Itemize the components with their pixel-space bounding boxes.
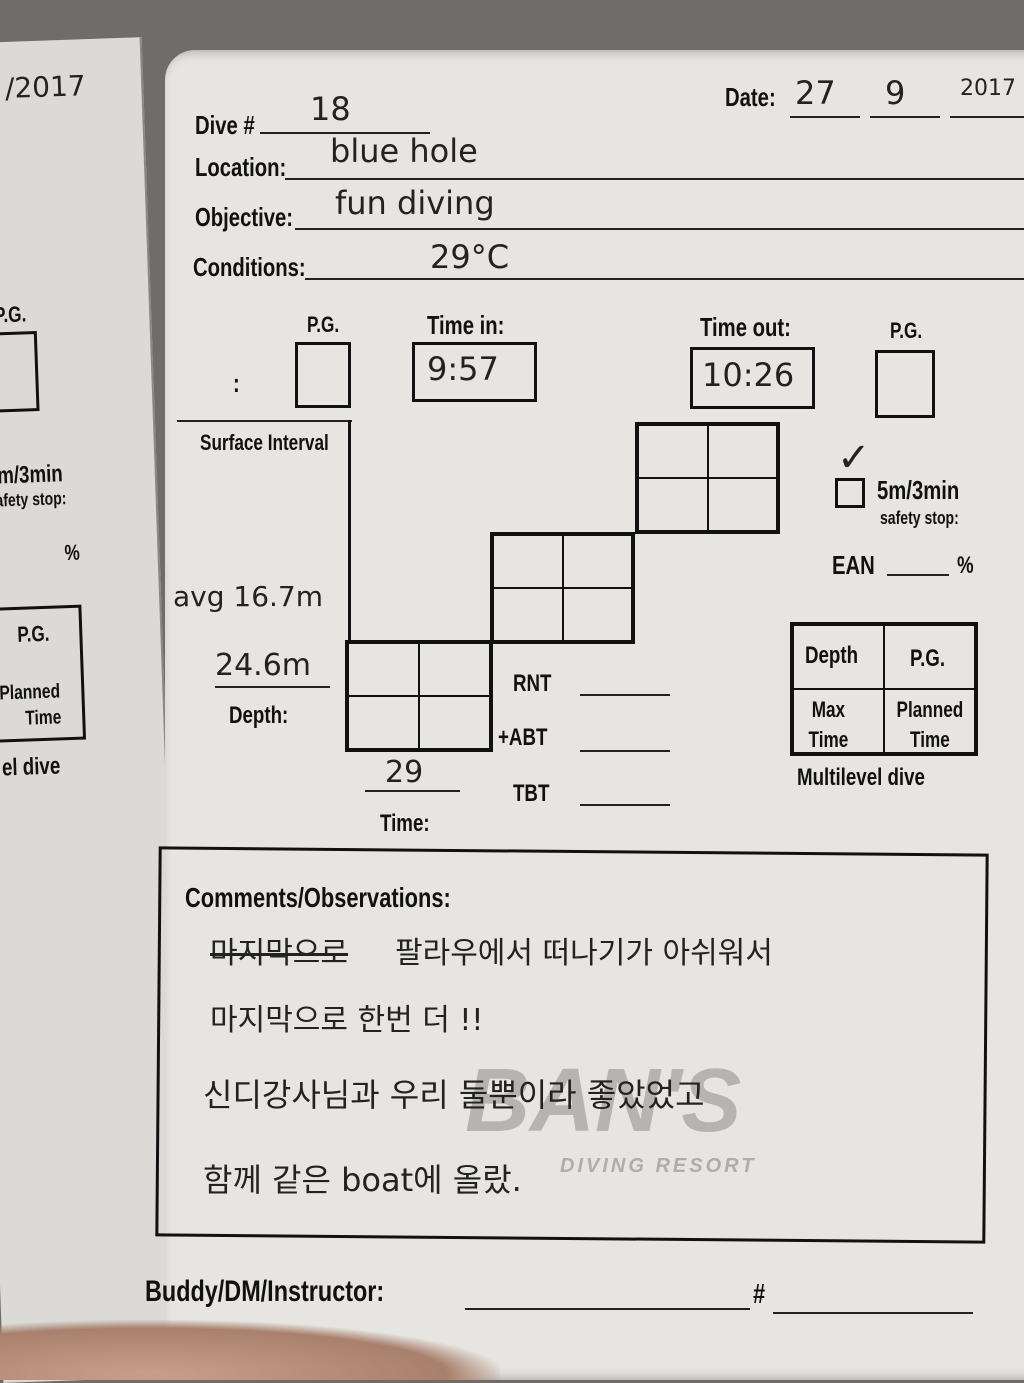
bans-logo-sub: DIVING RESORT bbox=[560, 1155, 757, 1177]
ean-label: EAN bbox=[832, 550, 875, 580]
pg-start-box[interactable] bbox=[295, 342, 351, 408]
date-label: Date: bbox=[725, 82, 776, 112]
rnt-label: RNT bbox=[513, 670, 552, 697]
buddy-line[interactable] bbox=[465, 1308, 750, 1310]
pg-end-box[interactable] bbox=[875, 350, 935, 418]
objective-line bbox=[295, 228, 1024, 230]
pg-end-label: P.G. bbox=[890, 318, 923, 343]
pg-start-label: P.G. bbox=[307, 312, 340, 337]
comments-line-4: 함께 같은 boat에 올랐. bbox=[203, 1161, 522, 1199]
number-label: # bbox=[753, 1278, 766, 1309]
number-line[interactable] bbox=[773, 1312, 973, 1314]
location-value: blue hole bbox=[330, 132, 478, 170]
time-out-box[interactable] bbox=[690, 347, 815, 409]
dive-number-value: 18 bbox=[310, 90, 351, 128]
left-multilevel: el dive bbox=[1, 752, 61, 782]
ml-planned-time: Planned Time bbox=[896, 697, 964, 752]
tbt-line bbox=[580, 804, 670, 806]
left-planned: Planned bbox=[0, 680, 61, 705]
time-value: 29 bbox=[385, 755, 424, 790]
left-safety-sub: safety stop: bbox=[0, 488, 67, 511]
finger bbox=[0, 1320, 500, 1380]
left-pg-box bbox=[0, 331, 40, 414]
left-pg: P.G. bbox=[0, 301, 27, 328]
ml-pg: P.G. bbox=[910, 645, 946, 672]
rnt-line bbox=[580, 694, 670, 696]
comments-line-1: 팔라우에서 떠나기가 아쉬워서 bbox=[395, 936, 773, 971]
date-line bbox=[950, 116, 1024, 118]
tbt-label: TBT bbox=[513, 780, 550, 807]
time-out-value: 10:26 bbox=[702, 356, 795, 394]
depth-grid bbox=[345, 640, 493, 752]
objective-value: fun diving bbox=[335, 184, 495, 222]
conditions-line bbox=[305, 278, 1024, 280]
date-line bbox=[870, 116, 940, 118]
logbook-page: Dive # 18 Date: 27 9 2017 Location: blue… bbox=[145, 50, 1024, 1380]
date-day: 27 bbox=[795, 74, 836, 112]
location-line bbox=[285, 178, 1024, 180]
time-line bbox=[365, 790, 460, 792]
date-line bbox=[790, 116, 860, 118]
left-pg2: P.G. bbox=[16, 620, 50, 647]
depth-label: Depth: bbox=[229, 702, 289, 729]
date-year: 2017 bbox=[960, 76, 1016, 101]
location-label: Location: bbox=[195, 152, 287, 182]
buddy-label: Buddy/DM/Instructor: bbox=[145, 1275, 385, 1308]
conditions-label: Conditions: bbox=[193, 252, 306, 282]
check-icon: ✓ bbox=[837, 435, 871, 481]
ml-depth: Depth bbox=[805, 642, 859, 669]
left-safety-stop: 5m/3min bbox=[0, 460, 64, 490]
left-time: Time bbox=[24, 706, 62, 730]
safety-stop-label: 5m/3min bbox=[877, 475, 960, 505]
percent-label: % bbox=[957, 552, 974, 579]
descent-line bbox=[348, 420, 351, 642]
left-date: 9 /2017 bbox=[0, 69, 87, 106]
surface-line bbox=[177, 420, 352, 422]
safety-stop-sub: safety stop: bbox=[880, 508, 959, 528]
time-in-value: 9:57 bbox=[427, 350, 499, 388]
objective-label: Objective: bbox=[195, 202, 294, 232]
time-out-label: Time out: bbox=[700, 312, 791, 342]
top-grid bbox=[635, 422, 780, 534]
time-label: Time: bbox=[380, 810, 430, 837]
dive-number-line bbox=[260, 132, 430, 134]
abt-label: +ABT bbox=[498, 724, 548, 751]
surface-interval-label: Surface Interval bbox=[200, 430, 329, 455]
ml-max-time: Max Time bbox=[808, 697, 849, 752]
dive-number-label: Dive # bbox=[195, 110, 255, 140]
depth-line bbox=[215, 686, 330, 688]
multilevel-label: Multilevel dive bbox=[797, 764, 925, 791]
conditions-value: 29°C bbox=[430, 238, 510, 276]
ean-line bbox=[887, 574, 949, 576]
comments-struck: 마지막으로 bbox=[210, 936, 348, 971]
comments-line-2: 마지막으로 한번 더 !! bbox=[210, 1003, 484, 1038]
comments-label: Comments/Observations: bbox=[185, 882, 451, 913]
left-percent: % bbox=[64, 539, 81, 566]
colon: : bbox=[233, 368, 240, 398]
bans-logo: BAN'S bbox=[465, 1051, 742, 1151]
mid-grid bbox=[490, 532, 635, 644]
time-in-label: Time in: bbox=[427, 310, 505, 340]
avg-depth-value: avg 16.7m bbox=[173, 580, 324, 613]
comments-line-3: 신디강사님과 우리 둘뿐이라 좋았었고 bbox=[203, 1076, 705, 1114]
safety-stop-checkbox[interactable] bbox=[835, 478, 865, 508]
abt-line bbox=[580, 750, 670, 752]
multilevel-table bbox=[790, 622, 978, 756]
depth-value: 24.6m bbox=[215, 648, 312, 683]
time-in-box[interactable] bbox=[412, 342, 537, 402]
date-month: 9 bbox=[885, 74, 906, 112]
